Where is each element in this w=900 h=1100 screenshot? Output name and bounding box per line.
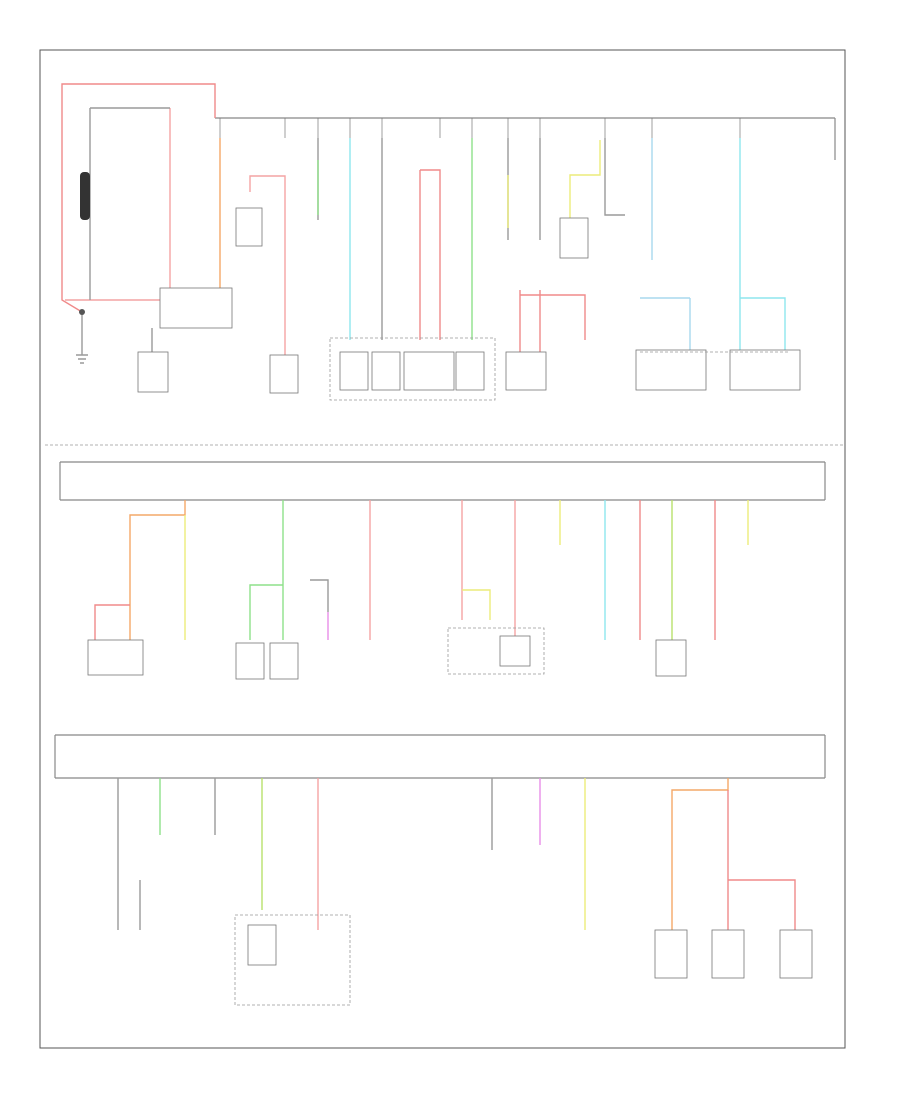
section-2 — [59, 461, 826, 680]
module-box-10 — [779, 929, 813, 979]
fuse-drops-1 — [219, 118, 741, 138]
module-box-1 — [235, 207, 263, 247]
module-box-6 — [87, 639, 144, 676]
module-box-8 — [654, 929, 688, 979]
module-box-2 — [269, 354, 299, 394]
junction-box-1 — [329, 337, 496, 401]
module-box-9 — [711, 929, 745, 979]
module-box-3 — [505, 351, 547, 391]
battery-node — [79, 309, 85, 315]
junction-box-2 — [447, 627, 545, 675]
generator-box — [159, 287, 233, 329]
module-box-5 — [729, 349, 801, 391]
diagram-frame — [39, 49, 846, 1049]
module-box-7 — [655, 639, 687, 677]
battery-wire-red — [61, 83, 216, 313]
fusible-link — [80, 172, 90, 220]
module-box-4 — [635, 349, 707, 391]
starter-box — [137, 351, 169, 393]
junction-box-3 — [234, 914, 351, 1006]
section-3 — [54, 734, 826, 1006]
section-1 — [61, 83, 836, 401]
